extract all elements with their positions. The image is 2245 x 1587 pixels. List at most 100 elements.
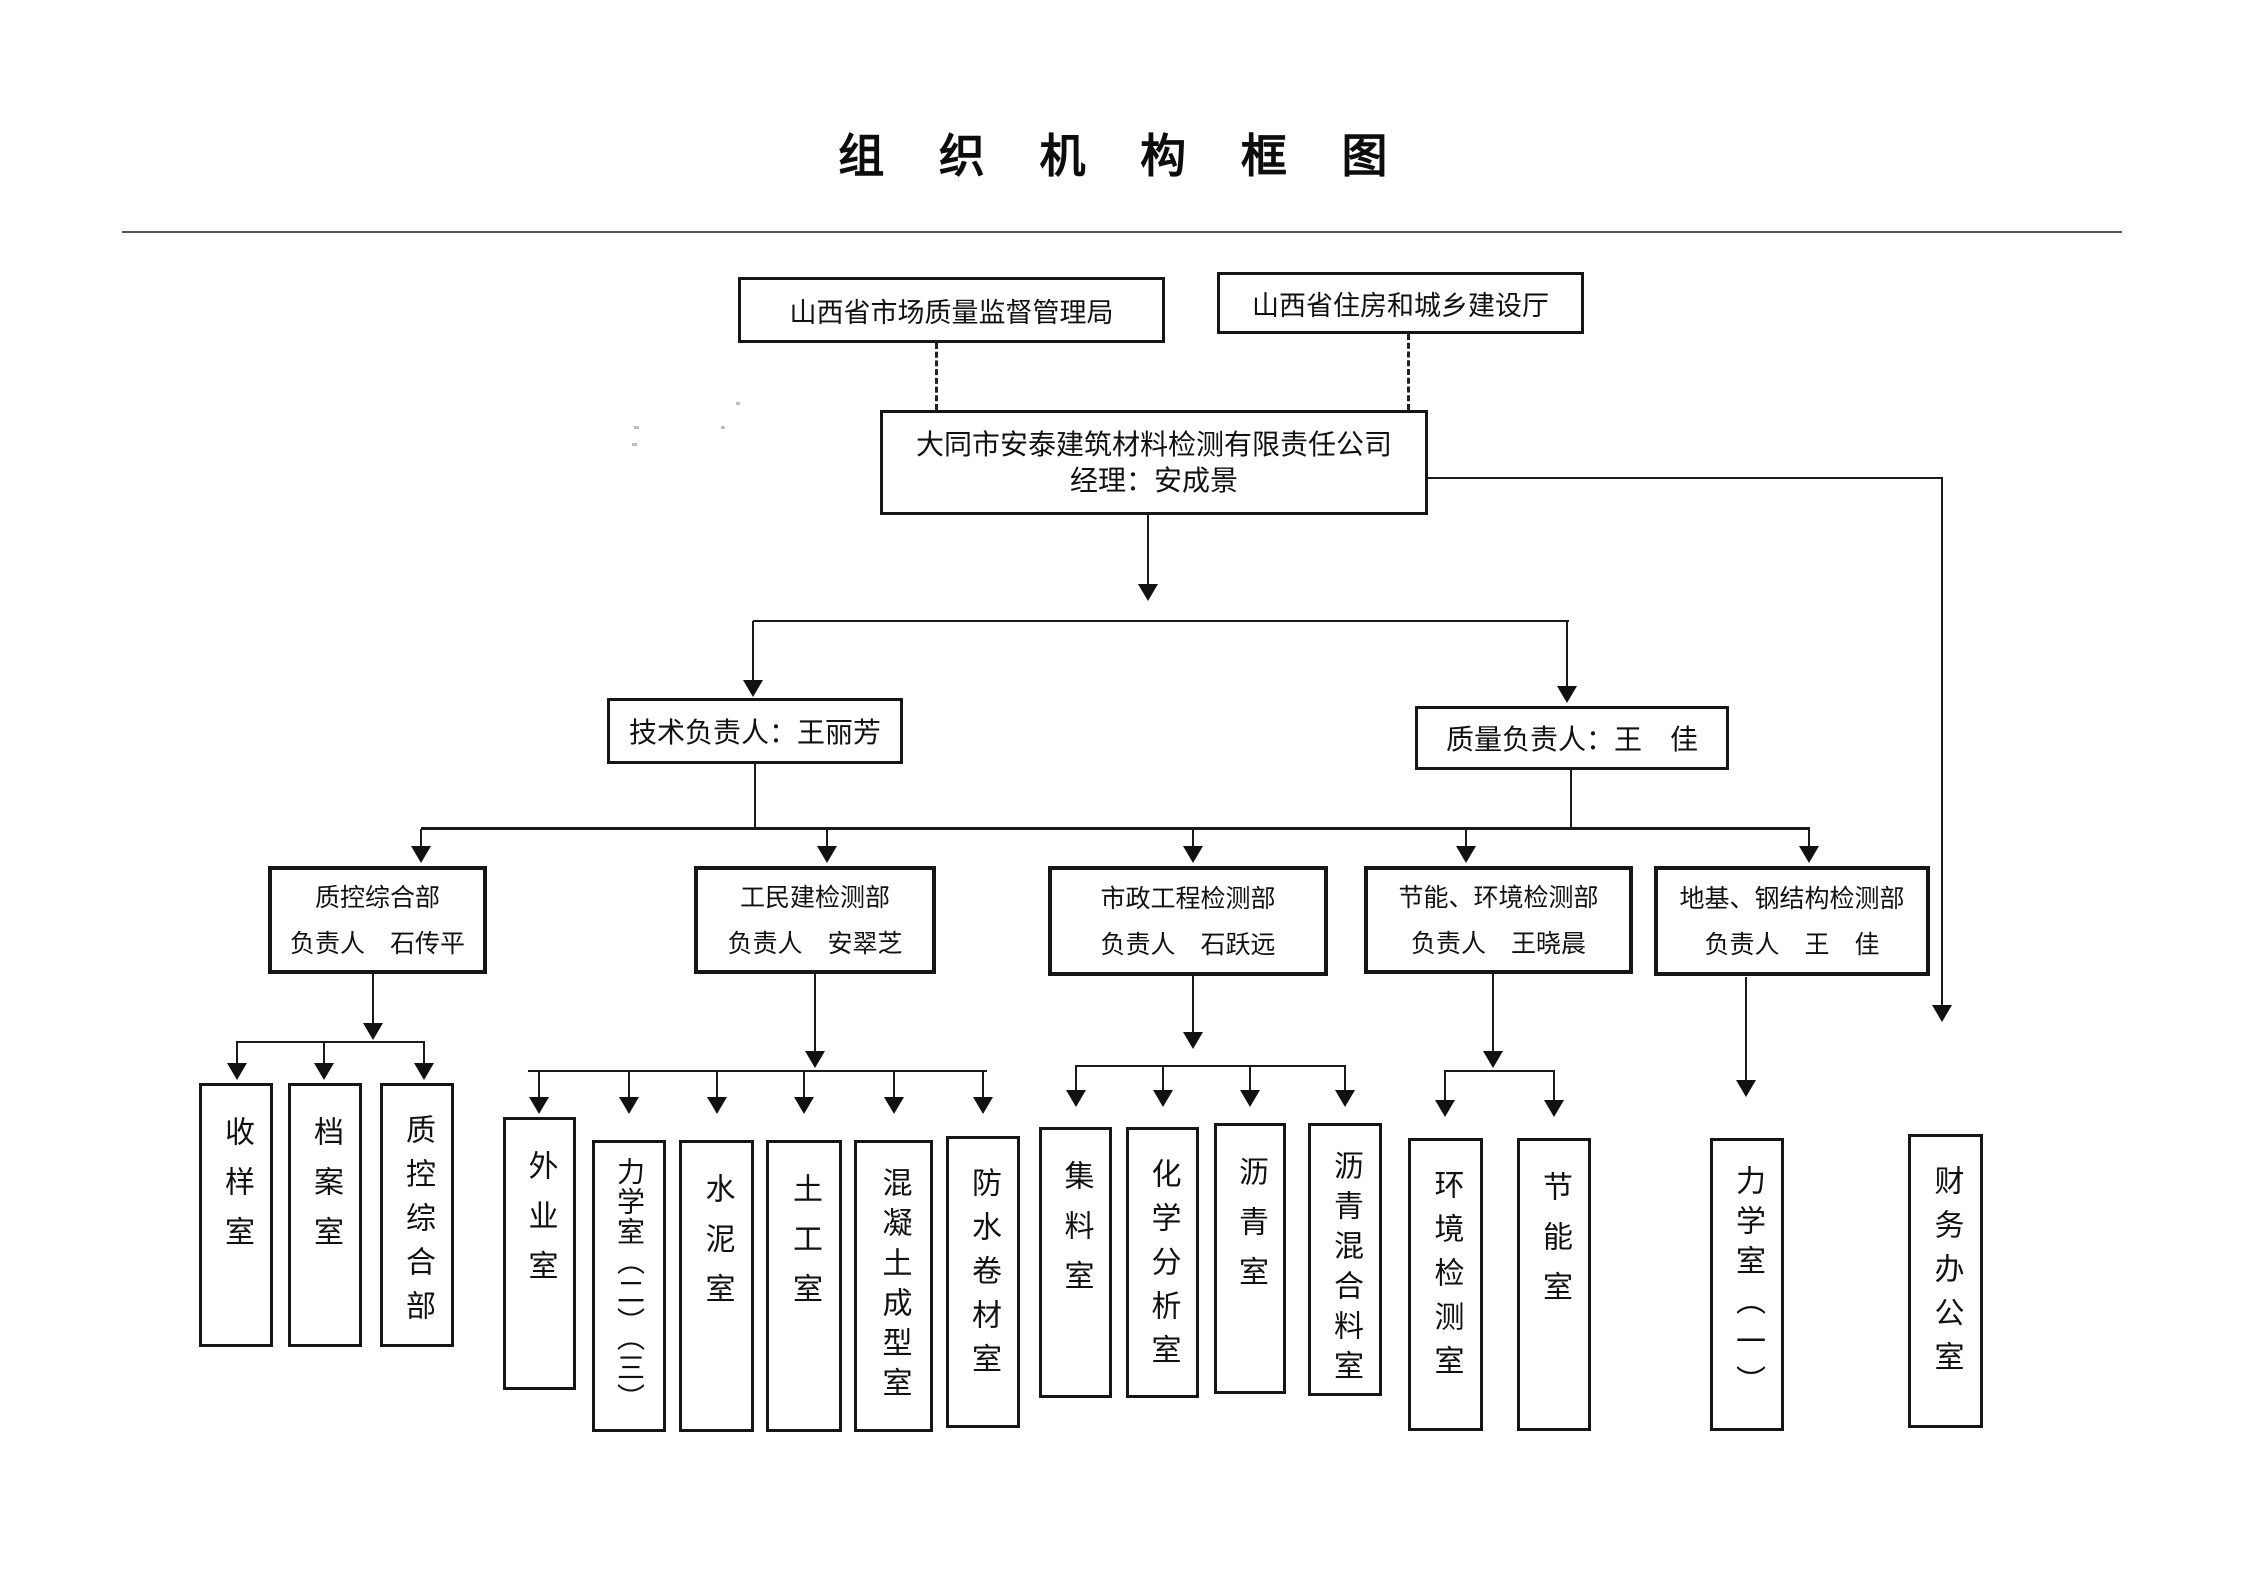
arrow-to-jiliao xyxy=(1066,1090,1086,1107)
connector-level2-left-drop xyxy=(752,621,754,680)
arrow-to-fangshui xyxy=(973,1097,993,1114)
scan-artifact xyxy=(721,426,725,429)
room-aggregate-label: 集料室 xyxy=(1058,1160,1094,1310)
room-energy-saving: 节能室 xyxy=(1517,1138,1591,1431)
room-sample-receiving-label: 收样室 xyxy=(219,1116,254,1266)
connector-drop-dept3 xyxy=(1192,829,1194,847)
room-mechanics-2-3: 力学室（二）（三） xyxy=(592,1140,666,1432)
arrow-to-liqinghunhe xyxy=(1335,1090,1355,1107)
connector-drop-jieneng xyxy=(1553,1071,1555,1100)
room-cement: 水泥室 xyxy=(679,1140,754,1432)
room-geotechnical-label: 土工室 xyxy=(787,1173,822,1323)
box-company: 大同市安泰建筑材料检测有限责任公司 经理：安成景 xyxy=(880,410,1428,515)
connector-company-finance-v xyxy=(1941,477,1943,1005)
room-environment-testing-label: 环境检测室 xyxy=(1428,1169,1464,1389)
room-field-work-label: 外业室 xyxy=(522,1150,558,1300)
box-dept-civil: 工民建检测部 负责人 安翠芝 xyxy=(694,866,936,974)
room-concrete-forming-label: 混凝土成型室 xyxy=(876,1167,912,1407)
box-quality-director: 质量负责人：王 佳 xyxy=(1415,706,1729,770)
room-geotechnical: 土工室 xyxy=(766,1140,842,1432)
connector-level2-line xyxy=(753,620,1569,622)
connector-departments-line xyxy=(421,827,1810,830)
arrow-to-quality xyxy=(1557,686,1577,703)
connector-drop-tugong xyxy=(803,1071,805,1097)
connector-company-down xyxy=(1147,515,1149,584)
arrow-dept3-down xyxy=(1183,1032,1203,1049)
box-dept-foundation-steel: 地基、钢结构检测部 负责人 王 佳 xyxy=(1654,866,1930,976)
connector-drop-dept1 xyxy=(420,829,422,847)
title-divider-line xyxy=(122,231,2122,233)
box-technical-director: 技术负责人：王丽芳 xyxy=(607,698,903,764)
connector-drop-dept5 xyxy=(1808,829,1810,847)
box-dept-municipal: 市政工程检测部 负责人 石跃远 xyxy=(1048,866,1328,976)
room-asphalt-label: 沥青室 xyxy=(1233,1156,1268,1306)
connector-dept1-down xyxy=(372,974,374,1023)
dept-qc-head: 负责人 石传平 xyxy=(289,929,465,958)
box-provincial-market-bureau: 山西省市场质量监督管理局 xyxy=(738,277,1165,343)
arrow-to-waiye xyxy=(529,1097,549,1114)
arrow-to-dept2 xyxy=(817,846,837,863)
connector-drop-dept2 xyxy=(826,829,828,847)
connector-drop-shuini xyxy=(716,1071,718,1097)
dept-civil-head: 负责人 安翠芝 xyxy=(727,929,903,958)
connector-dept2-down xyxy=(814,974,816,1051)
room-mechanics-1-label: 力学室（一） xyxy=(1730,1165,1765,1405)
page-title: 组 织 机 构 框 图 xyxy=(838,129,1407,183)
arrow-to-liqing xyxy=(1240,1090,1260,1107)
room-sample-receiving: 收样室 xyxy=(199,1083,273,1347)
arrow-dept4-down xyxy=(1483,1051,1503,1068)
connector-dept5-down xyxy=(1745,977,1747,1080)
room-cement-label: 水泥室 xyxy=(699,1173,735,1323)
connector-level2-right-drop xyxy=(1566,621,1568,686)
room-qc-comprehensive: 质控综合部 xyxy=(380,1083,454,1347)
connector-drop-dept4 xyxy=(1465,829,1467,847)
arrow-dept1-down xyxy=(363,1023,383,1040)
connector-civil-rooms-line xyxy=(528,1070,987,1072)
arrow-to-dept3 xyxy=(1183,846,1203,863)
room-asphalt: 沥青室 xyxy=(1214,1123,1286,1394)
connector-drop-waiye xyxy=(538,1071,540,1097)
arrow-to-finance xyxy=(1932,1005,1952,1022)
company-name: 大同市安泰建筑材料检测有限责任公司 xyxy=(915,427,1392,461)
arrow-to-dept4 xyxy=(1456,846,1476,863)
connector-dept3-down xyxy=(1192,976,1194,1032)
box-dept-energy-env: 节能、环境检测部 负责人 王晓晨 xyxy=(1364,866,1633,974)
arrow-company-down xyxy=(1138,584,1158,601)
connector-drop-jiliao xyxy=(1075,1066,1077,1090)
arrow-to-technical xyxy=(743,680,763,697)
connector-drop-fangshui xyxy=(982,1071,984,1097)
connector-quality-down xyxy=(1570,770,1572,828)
arrow-dept5-down xyxy=(1736,1080,1756,1097)
dept-municipal-name: 市政工程检测部 xyxy=(1100,884,1276,913)
scan-artifact xyxy=(634,426,639,429)
box-dept-qc: 质控综合部 负责人 石传平 xyxy=(268,866,487,974)
arrow-to-shuini xyxy=(707,1097,727,1114)
connector-drop-lixue23 xyxy=(628,1071,630,1097)
dept-foundation-steel-name: 地基、钢结构检测部 xyxy=(1679,884,1905,913)
connector-municipal-rooms-line xyxy=(1075,1065,1346,1067)
connector-drop-liqinghunhe xyxy=(1344,1066,1346,1090)
arrow-to-dept1 xyxy=(411,846,431,863)
dashed-connector-right xyxy=(1407,334,1410,410)
arrow-to-lixue23 xyxy=(619,1097,639,1114)
dept-foundation-steel-head: 负责人 王 佳 xyxy=(1704,930,1880,959)
connector-drop-shouyang xyxy=(236,1042,238,1063)
box-provincial-housing-dept: 山西省住房和城乡建设厅 xyxy=(1217,272,1584,334)
room-finance-office: 财务办公室 xyxy=(1908,1134,1983,1428)
dept-municipal-head: 负责人 石跃远 xyxy=(1100,930,1276,959)
arrow-to-shouyang xyxy=(227,1063,247,1080)
dept-civil-name: 工民建检测部 xyxy=(739,883,890,912)
technical-director-label: 技术负责人：王丽芳 xyxy=(628,716,881,749)
room-waterproof-membrane: 防水卷材室 xyxy=(946,1136,1020,1428)
room-finance-office-label: 财务办公室 xyxy=(1928,1165,1964,1385)
dept-energy-env-name: 节能、环境检测部 xyxy=(1398,883,1599,912)
room-mechanics-2-3-label: 力学室（二）（三） xyxy=(613,1157,646,1413)
arrow-to-hunningtu xyxy=(884,1097,904,1114)
dashed-connector-left xyxy=(935,343,938,410)
room-archives-label: 档案室 xyxy=(308,1116,343,1266)
connector-company-finance-h xyxy=(1428,477,1943,479)
room-mechanics-1: 力学室（一） xyxy=(1710,1138,1784,1431)
room-archives: 档案室 xyxy=(288,1083,362,1347)
connector-qc-rooms-line xyxy=(236,1041,425,1043)
